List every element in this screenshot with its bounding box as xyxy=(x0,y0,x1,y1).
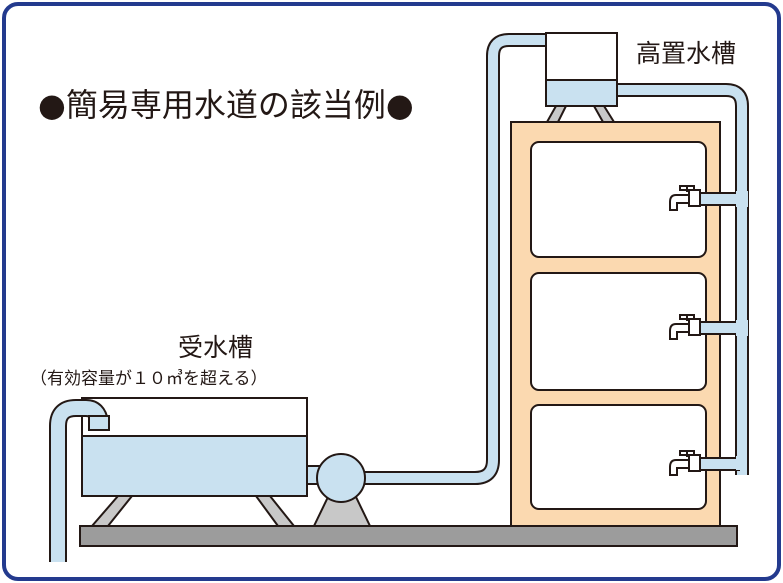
faucet-icon xyxy=(669,185,701,211)
faucet-icon xyxy=(669,314,701,340)
faucet-icon xyxy=(669,450,701,476)
ground-base xyxy=(79,525,738,547)
receiving-tank xyxy=(81,397,308,497)
floor-1 xyxy=(530,404,707,510)
pump xyxy=(316,453,366,503)
high-tank-label: 高置水槽 xyxy=(636,39,737,68)
receiving-tank-label: 受水槽 xyxy=(178,333,254,362)
diagram-title: ●簡易専用水道の該当例● xyxy=(38,86,414,124)
high-tank xyxy=(545,32,618,107)
receiving-tank-note: （有効容量が１０㎥を超える） xyxy=(30,369,268,389)
